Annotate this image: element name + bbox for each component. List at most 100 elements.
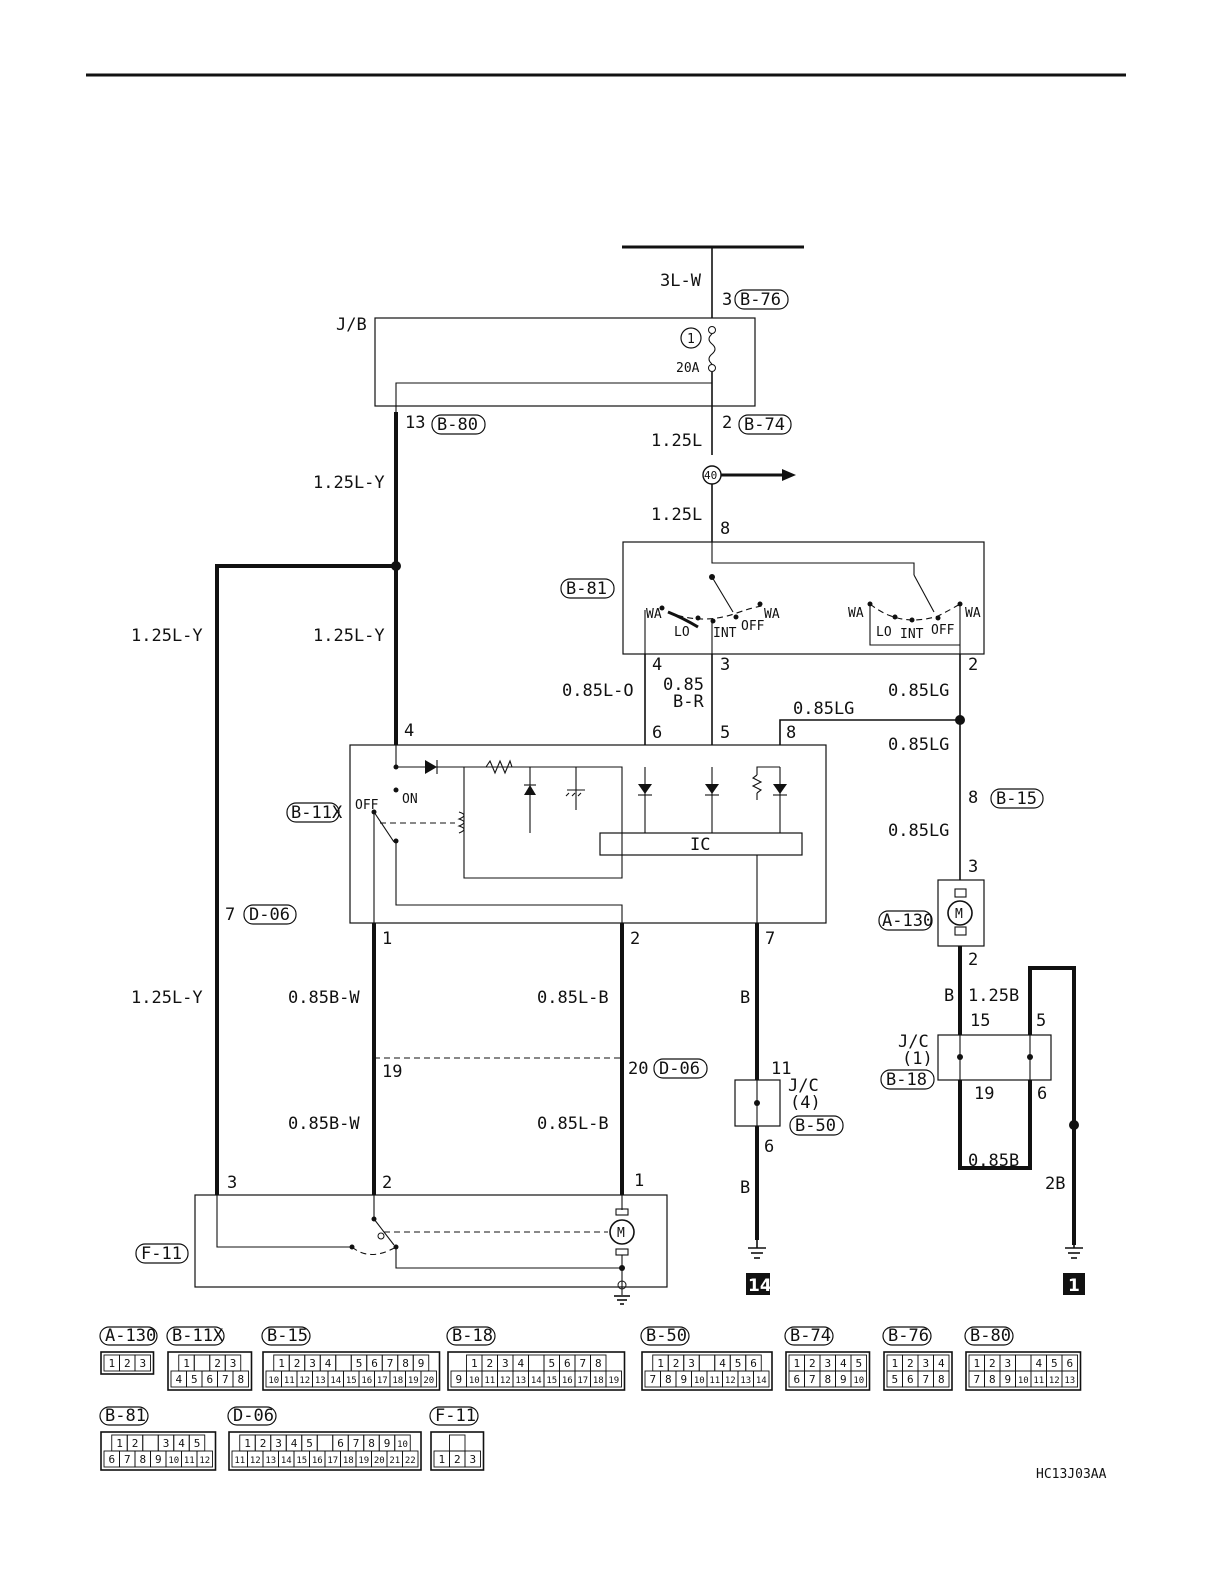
legend-pin-number: 10 (853, 1376, 864, 1386)
legend-pin-cell (196, 1450, 213, 1468)
pin-label: 5 (720, 723, 730, 743)
ground-point-1 (1063, 1273, 1085, 1295)
legend-pin-number: 4 (1035, 1357, 1042, 1370)
legend-pin-number: 2 (673, 1357, 680, 1370)
legend-pin-number: 2 (124, 1357, 131, 1370)
legend-pin-number: 21 (389, 1456, 400, 1466)
ground-number: 14 (748, 1276, 772, 1296)
legend-pin-number: 6 (371, 1357, 378, 1370)
legend-pin-number: 1 (183, 1357, 190, 1370)
legend-connector-name: B-15 (267, 1326, 308, 1346)
legend-pin-number: 8 (938, 1373, 945, 1386)
jc4-label: J/C (788, 1076, 819, 1096)
legend-pin-number: 7 (579, 1357, 586, 1370)
legend-pin-number: 15 (296, 1456, 307, 1466)
legend-pin-number: 4 (291, 1437, 298, 1450)
legend-pin-number: 11 (484, 1376, 495, 1386)
legend-pin-cell (316, 1434, 334, 1452)
switch-pos-wa: WA (965, 606, 981, 621)
wire-label: 1.25L-Y (313, 473, 385, 493)
legend-pin-number: 1 (471, 1357, 478, 1370)
legend-pin-number: 1 (244, 1437, 251, 1450)
ground-symbol (614, 1295, 630, 1305)
legend-pin-number: 2 (260, 1437, 267, 1450)
legend-pin-cell (753, 1370, 770, 1388)
switch-pos-wa: WA (764, 607, 780, 622)
wire-label: 0.85L-B (537, 988, 609, 1008)
wire-label: B-R (673, 692, 704, 712)
legend-pin-number: 11 (184, 1456, 195, 1466)
legend-pin-number: 10 (694, 1376, 705, 1386)
legend-pin-number: 2 (214, 1357, 221, 1370)
pin-label: 19 (382, 1062, 402, 1082)
svg-text:M: M (617, 1226, 625, 1241)
connector-tag-b15: B-15 (990, 788, 1044, 809)
legend-pin-number: 14 (756, 1376, 767, 1386)
legend-pin-number: 17 (377, 1376, 388, 1386)
switch-pos-int: INT (900, 627, 924, 642)
legend-pin-number: 7 (973, 1373, 980, 1386)
legend-pin-number: 10 (397, 1440, 408, 1450)
legend-pin-number: 10 (1018, 1376, 1029, 1386)
legend-pin-number: 11 (709, 1376, 720, 1386)
legend-pin-number: 3 (139, 1357, 146, 1370)
legend-pin-number: 8 (368, 1437, 375, 1450)
pin-label: 3 (722, 290, 732, 310)
legend-pin-number: 19 (608, 1376, 619, 1386)
wire-label: 0.85 (663, 675, 704, 695)
pin-label: 2 (968, 950, 978, 970)
legend-pin-number: 14 (330, 1376, 341, 1386)
pin-label: 4 (652, 655, 662, 675)
connector-tag-d06: D-06 (243, 904, 297, 925)
legend-pin-number: 8 (989, 1373, 996, 1386)
legend-pin-number: 5 (891, 1373, 898, 1386)
legend-pin-number: 7 (922, 1373, 929, 1386)
legend-pin-number: 3 (163, 1437, 170, 1450)
legend-pin-number: 8 (595, 1357, 602, 1370)
legend-pin-number: 3 (688, 1357, 695, 1370)
legend-pin-number: 6 (337, 1437, 344, 1450)
legend-pin-number: 4 (938, 1357, 945, 1370)
pin-label: 13 (405, 413, 425, 433)
legend-pin-number: 6 (206, 1373, 213, 1386)
legend-pin-number: 7 (222, 1373, 229, 1386)
legend-pin-cell (850, 1370, 867, 1388)
pin-label: 3 (720, 655, 730, 675)
jc4-number: (4) (790, 1093, 821, 1113)
legend-pin-number: 9 (455, 1373, 462, 1386)
legend-pin-number: 5 (855, 1357, 862, 1370)
legend-pin-number: 3 (230, 1357, 237, 1370)
legend-pin-number: 3 (309, 1357, 316, 1370)
legend-connector-name: B-81 (105, 1406, 146, 1426)
pin-label: 8 (968, 788, 978, 808)
connector-tag-d06: D-06 (653, 1058, 708, 1079)
legend-connector-name: B-50 (646, 1326, 687, 1346)
legend-pin-cell (402, 1450, 419, 1468)
jc1-number: (1) (902, 1049, 933, 1069)
fuse-number: 1 (687, 332, 695, 347)
ref-number: 40 (704, 469, 717, 482)
wire-label: 1.25L-Y (131, 988, 203, 1008)
legend-pin-number: 1 (891, 1357, 898, 1370)
connector-tag-b74: B-74 (738, 414, 792, 435)
wire-label: 0.85B (968, 1151, 1019, 1171)
relay-off-label: OFF (355, 798, 379, 813)
legend-pin-number: 10 (268, 1376, 279, 1386)
pin-label: 8 (720, 519, 730, 539)
legend-pin-number: 20 (374, 1456, 385, 1466)
ground-point-14 (746, 1273, 770, 1295)
svg-text:B-80: B-80 (437, 415, 478, 435)
wire-label: 1.25L (651, 505, 702, 525)
legend-pin-number: 4 (517, 1357, 524, 1370)
svg-text:B-81: B-81 (566, 579, 607, 599)
pin-label: 7 (765, 929, 775, 949)
legend-connector-name: B-74 (790, 1326, 831, 1346)
junction-block-box (374, 317, 756, 407)
legend-pin-number: 6 (750, 1357, 757, 1370)
legend-pin-cell (528, 1354, 545, 1372)
legend-pin-number: 6 (1066, 1357, 1073, 1370)
washer-motor-icon (947, 900, 973, 926)
